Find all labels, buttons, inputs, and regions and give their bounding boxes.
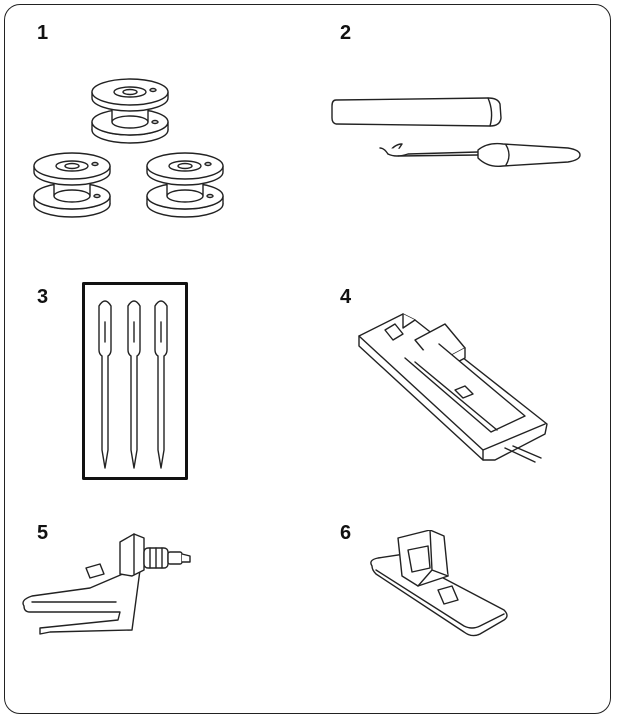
item-number-4: 4: [340, 286, 352, 308]
buttonhole-foot-icon: [355, 300, 555, 470]
item-number-1: 1: [37, 22, 49, 44]
needle-pack-icon: [82, 282, 188, 480]
item-number-5: 5: [37, 522, 49, 544]
accessories-frame: [4, 4, 611, 714]
overcast-foot-icon: [20, 530, 200, 640]
item-number-3: 3: [37, 286, 49, 308]
brush-and-seam-ripper-icon: [328, 92, 588, 182]
item-number-6: 6: [340, 522, 352, 544]
item-number-2: 2: [340, 22, 352, 44]
zipper-foot-icon: [368, 530, 518, 640]
bobbins-icon: [20, 60, 240, 230]
